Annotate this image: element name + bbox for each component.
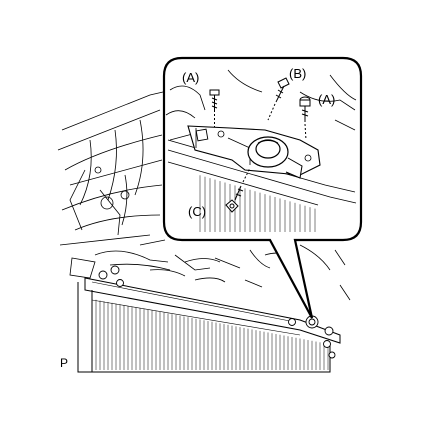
callout-bubble	[162, 56, 363, 319]
callout-label-b: (B)	[289, 66, 306, 81]
bolt-c	[225, 167, 251, 213]
radiator	[77, 277, 341, 373]
callout-label-a-right: (A)	[318, 92, 335, 107]
callout-label-c: (C)	[188, 204, 206, 219]
callout-label-a-left: (A)	[182, 70, 199, 85]
support-bolts	[98, 265, 336, 359]
engine-bay-background	[57, 91, 351, 301]
bolt-a-left	[209, 89, 220, 127]
figure-code: P	[60, 356, 68, 370]
bolt-a-right	[299, 96, 311, 141]
callout-detail	[165, 69, 357, 232]
bolt-b	[267, 77, 290, 121]
